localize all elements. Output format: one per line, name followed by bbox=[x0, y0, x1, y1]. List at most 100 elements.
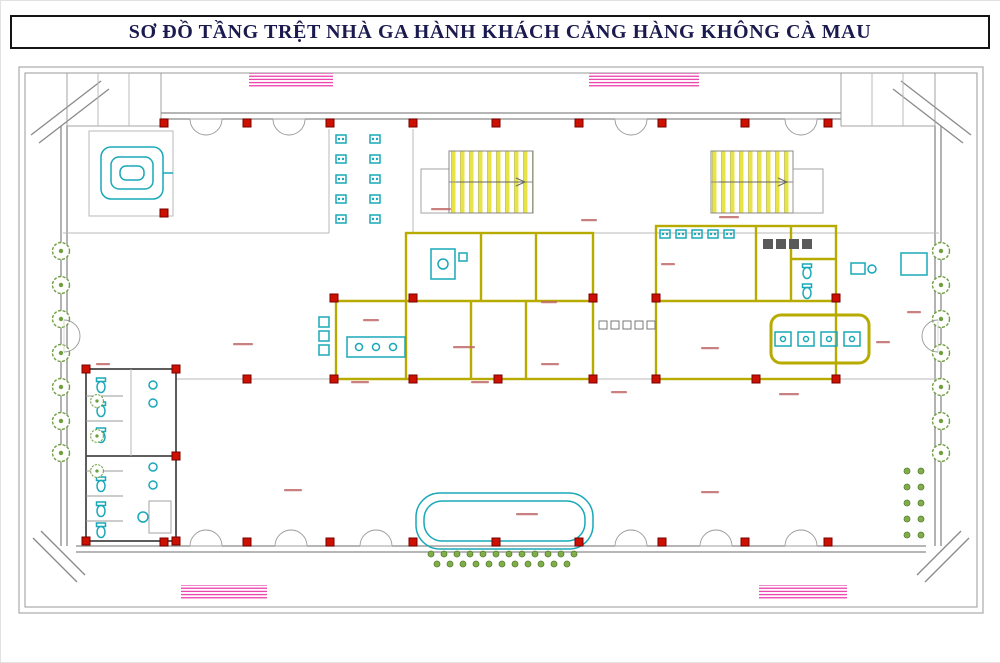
room-label-marks bbox=[96, 208, 921, 516]
carousel-outer bbox=[415, 492, 594, 550]
waiting-chair bbox=[691, 229, 703, 239]
green-seat bbox=[498, 560, 506, 568]
green-seat bbox=[446, 560, 454, 568]
green-seat bbox=[505, 550, 513, 558]
corner-eave-line bbox=[900, 80, 972, 136]
equipment-box bbox=[802, 239, 812, 249]
label-mark bbox=[701, 491, 719, 494]
column-marker bbox=[588, 293, 598, 303]
corner-eave-line bbox=[924, 537, 970, 583]
column-marker bbox=[159, 537, 169, 547]
column-marker bbox=[325, 537, 335, 547]
door-arc bbox=[359, 529, 393, 547]
waiting-chair-row bbox=[659, 229, 735, 239]
stair-arrow bbox=[719, 177, 789, 187]
corner-eave-line bbox=[30, 80, 102, 136]
green-seat bbox=[563, 560, 571, 568]
checkin-counter bbox=[797, 331, 815, 347]
column-marker bbox=[651, 374, 661, 384]
green-seat bbox=[472, 560, 480, 568]
central-office-block bbox=[318, 231, 595, 381]
shrub bbox=[90, 429, 104, 443]
cafe-seating-area bbox=[328, 129, 414, 233]
sink bbox=[148, 480, 158, 490]
corner-eave-line bbox=[38, 88, 110, 144]
label-mark bbox=[541, 363, 559, 366]
green-seat bbox=[557, 550, 565, 558]
green-seat bbox=[550, 560, 558, 568]
stall-lines bbox=[86, 395, 123, 522]
turnstile bbox=[646, 320, 656, 330]
baggage-carousel bbox=[415, 492, 594, 550]
column-marker bbox=[159, 118, 169, 128]
green-seat bbox=[440, 550, 448, 558]
green-seat bbox=[492, 550, 500, 558]
green-seat bbox=[917, 483, 925, 491]
label-mark bbox=[471, 381, 489, 384]
carousel-inner bbox=[423, 500, 586, 542]
column-marker bbox=[329, 293, 339, 303]
side-room bbox=[334, 299, 406, 381]
green-seat bbox=[511, 560, 519, 568]
tree bbox=[931, 411, 951, 431]
door-arc bbox=[784, 529, 818, 547]
reception-box bbox=[318, 330, 330, 342]
green-seat bbox=[453, 550, 461, 558]
page-title: SƠ ĐỒ TẦNG TRỆT NHÀ GA HÀNH KHÁCH CẢNG H… bbox=[128, 20, 872, 43]
column-marker bbox=[657, 118, 667, 128]
label-mark bbox=[351, 381, 369, 384]
label-mark bbox=[876, 341, 890, 344]
stair-arrow bbox=[456, 177, 527, 187]
equipment-box bbox=[789, 239, 799, 249]
label-mark bbox=[581, 219, 597, 222]
column-marker bbox=[574, 537, 584, 547]
turnstile-row bbox=[598, 320, 656, 330]
tree bbox=[51, 411, 71, 431]
column-marker bbox=[491, 537, 501, 547]
service-desk bbox=[148, 500, 172, 534]
chevron-roof-right bbox=[840, 72, 936, 127]
door-arc bbox=[614, 529, 648, 547]
chair bbox=[867, 264, 877, 274]
tree bbox=[931, 443, 951, 463]
label-mark bbox=[541, 301, 557, 304]
turnstile bbox=[634, 320, 644, 330]
checkin-counter bbox=[774, 331, 792, 347]
office-outline bbox=[404, 231, 595, 381]
cafe-table bbox=[369, 134, 381, 144]
label-mark bbox=[701, 347, 719, 350]
waiting-chair bbox=[707, 229, 719, 239]
green-seat bbox=[479, 550, 487, 558]
turnstile bbox=[598, 320, 608, 330]
green-seat bbox=[917, 531, 925, 539]
tree bbox=[51, 443, 71, 463]
green-seat bbox=[433, 560, 441, 568]
toilet-fixture bbox=[801, 283, 813, 300]
label-mark bbox=[661, 263, 675, 266]
cafe-table bbox=[335, 134, 347, 144]
column-marker bbox=[81, 364, 91, 374]
corner-eave-line bbox=[32, 537, 78, 583]
desk-small bbox=[850, 262, 866, 275]
corner-eave-line bbox=[40, 530, 86, 576]
door-arc bbox=[272, 118, 306, 136]
right-office-block bbox=[654, 224, 838, 381]
cafe-table bbox=[335, 194, 347, 204]
column-marker bbox=[651, 293, 661, 303]
tree bbox=[931, 275, 951, 295]
column-marker bbox=[171, 536, 181, 546]
tree bbox=[931, 309, 951, 329]
door-arc bbox=[614, 118, 648, 136]
toilet-fixture bbox=[801, 263, 813, 280]
green-seat bbox=[459, 560, 467, 568]
canopy-top-right bbox=[589, 73, 699, 87]
cafe-table bbox=[369, 214, 381, 224]
equipment-box bbox=[776, 239, 786, 249]
tree bbox=[931, 343, 951, 363]
column-marker bbox=[242, 537, 252, 547]
green-seat bbox=[903, 467, 911, 475]
drawing-title-bar: SƠ ĐỒ TẦNG TRỆT NHÀ GA HÀNH KHÁCH CẢNG H… bbox=[10, 15, 990, 49]
green-seat bbox=[531, 550, 539, 558]
fixture-box bbox=[458, 252, 468, 262]
